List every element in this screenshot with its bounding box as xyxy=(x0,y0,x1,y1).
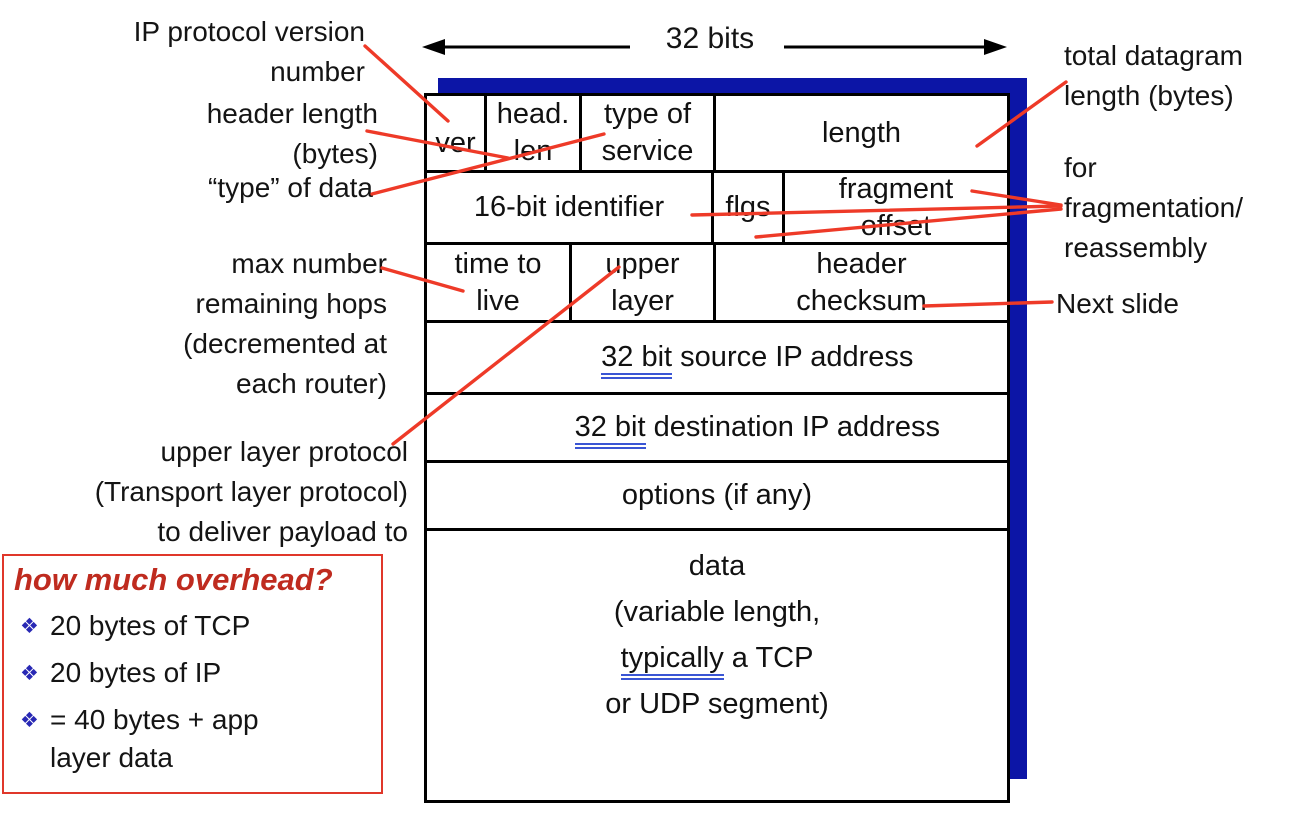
row-options: options (if any) xyxy=(427,463,1007,531)
annotation-version: IP protocol version number xyxy=(133,16,365,87)
row-data: data (variable length, typically a TCP o… xyxy=(427,531,1007,800)
cell-destination-address: 32 bit destination IP address xyxy=(427,395,1007,460)
underlined-32bit: 32 bit xyxy=(574,411,646,450)
cell-flags: flgs xyxy=(714,173,785,242)
arrowhead-right-icon xyxy=(984,39,1007,55)
ip-datagram-table: ver head. len type of service length 16-… xyxy=(424,93,1010,803)
cell-length: length xyxy=(821,116,901,149)
diamond-bullet-icon: ❖ xyxy=(20,661,39,685)
data-line-3: typically a TCP xyxy=(620,635,813,681)
annotation-next-slide: Next slide xyxy=(1056,288,1179,319)
cell-data: data (variable length, typically a TCP o… xyxy=(427,531,1007,800)
list-item: ❖ 20 bytes of IP xyxy=(6,654,373,692)
data-line-4: or UDP segment) xyxy=(605,688,829,720)
bullet-text: = 40 bytes + app layer data xyxy=(50,704,259,773)
row-identifier: 16-bit identifier flgs fragment offset xyxy=(427,173,1007,245)
diamond-bullet-icon: ❖ xyxy=(20,614,39,638)
cell-type-of-service: type of service xyxy=(582,96,716,170)
annotation-upper-layer-protocol: upper layer protocol (Transport layer pr… xyxy=(94,436,408,547)
source-address-label: source IP address xyxy=(672,341,914,374)
cell-options: options (if any) xyxy=(621,479,813,512)
row-version-length: ver head. len type of service length xyxy=(427,96,1007,173)
annotation-total-length: total datagram length (bytes) xyxy=(1064,40,1243,111)
list-item: ❖ 20 bytes of TCP xyxy=(6,607,373,645)
cell-ver: ver xyxy=(427,96,487,170)
row-destination-address: 32 bit destination IP address xyxy=(427,395,1007,463)
list-item: ❖ = 40 bytes + app layer data xyxy=(6,701,373,777)
data-line-1: data xyxy=(688,550,746,582)
cell-header-checksum: header checksum xyxy=(796,247,927,317)
destination-address-label: destination IP address xyxy=(645,411,941,444)
bullet-text: 20 bytes of TCP xyxy=(50,610,251,641)
annotation-header-length: header length (bytes) xyxy=(206,98,378,169)
diamond-bullet-icon: ❖ xyxy=(20,708,39,732)
overhead-box: how much overhead? ❖ 20 bytes of TCP ❖ 2… xyxy=(2,554,383,794)
bullet-text: 20 bytes of IP xyxy=(50,657,222,688)
arrowhead-left-icon xyxy=(422,39,445,55)
cell-header-len: head. len xyxy=(487,96,582,170)
annotation-type-of-data: “type” of data xyxy=(208,172,373,203)
cell-fragment-offset: fragment offset xyxy=(838,172,954,242)
cell-identifier: 16-bit identifier xyxy=(427,173,714,242)
data-line-2: (variable length, xyxy=(613,596,821,628)
annotation-fragmentation: for fragmentation/ reassembly xyxy=(1064,152,1243,263)
overhead-title: how much overhead? xyxy=(14,562,333,597)
underlined-typically: typically xyxy=(620,642,724,680)
annotation-max-hops: max number remaining hops (decremented a… xyxy=(183,248,387,399)
bit-width-caption: 32 bits xyxy=(665,22,755,55)
